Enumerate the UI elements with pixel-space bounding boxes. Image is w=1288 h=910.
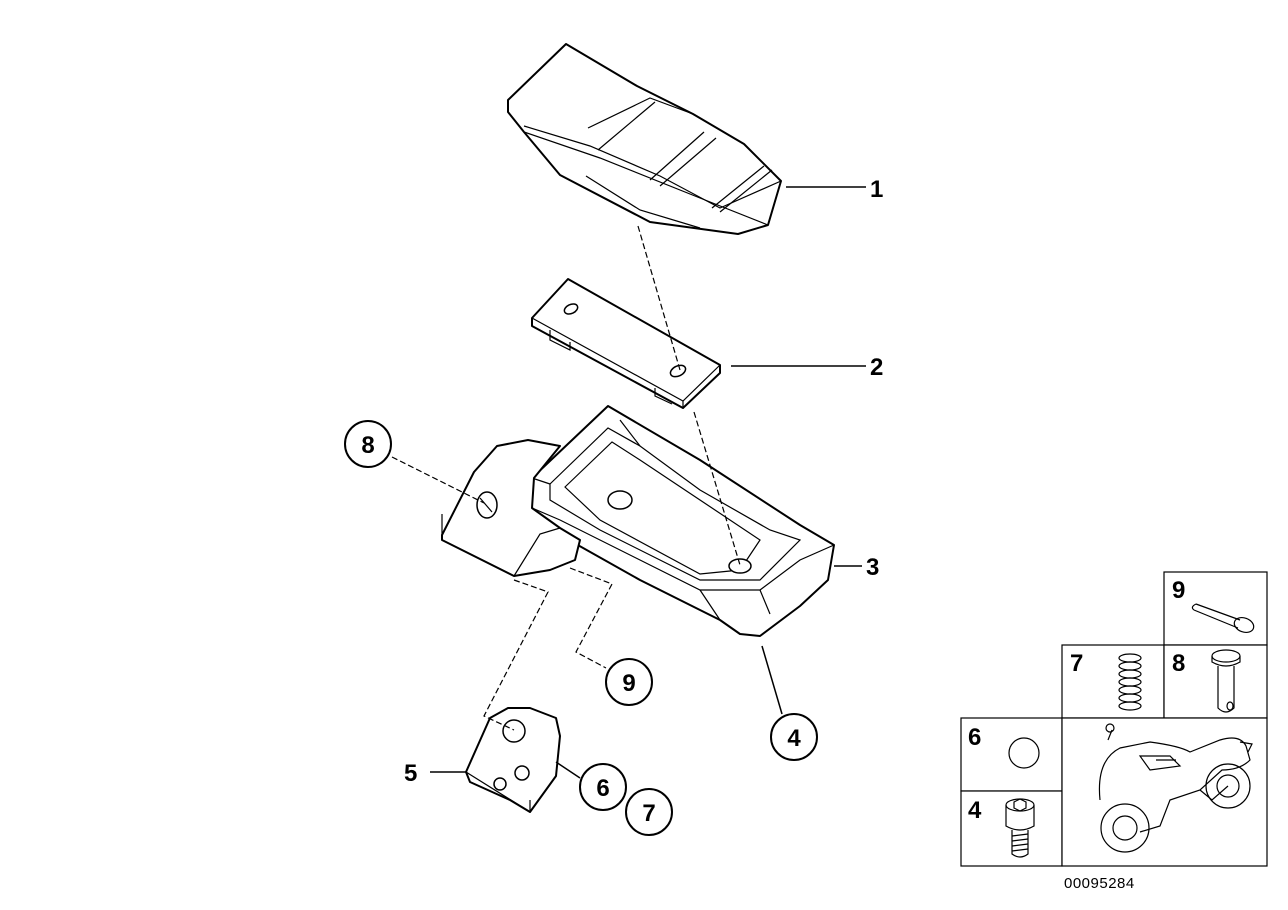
legend-cell-7: 7 (1061, 644, 1165, 719)
cotter-pin-icon (1191, 603, 1255, 634)
callout-4: 4 (770, 713, 818, 761)
part-2-plate[interactable] (531, 278, 721, 409)
catalog-number: 00095284 (1064, 875, 1135, 892)
pin-icon (1211, 649, 1241, 713)
parts-legend: 9 7 8 (960, 571, 1268, 867)
svg-text:2: 2 (870, 354, 883, 381)
spring-icon (1118, 653, 1142, 711)
callout-1: 1 (870, 176, 883, 203)
callout-5: 5 (404, 760, 417, 787)
legend-cell-motorcycle (1061, 717, 1268, 867)
washer-icon (1008, 737, 1040, 769)
svg-text:8: 8 (1172, 650, 1185, 677)
assembly-lines (391, 186, 866, 779)
part-1-rubber-pad[interactable] (507, 43, 782, 235)
svg-text:9: 9 (622, 670, 635, 697)
callout-7: 7 (625, 788, 673, 836)
svg-text:1: 1 (870, 176, 883, 203)
callout-2: 2 (870, 354, 883, 381)
callout-3: 3 (866, 554, 879, 581)
callout-8: 8 (344, 420, 392, 468)
part-3-footpeg-body[interactable] (531, 405, 835, 637)
legend-cell-9: 9 (1163, 571, 1268, 646)
svg-text:4: 4 (968, 797, 982, 824)
svg-text:9: 9 (1172, 577, 1185, 604)
legend-cell-6: 6 (960, 717, 1063, 792)
legend-cell-4: 4 (960, 790, 1063, 867)
svg-text:7: 7 (642, 800, 655, 827)
part-5-small-plate[interactable] (465, 707, 561, 813)
svg-text:5: 5 (404, 760, 417, 787)
callout-9: 9 (605, 658, 653, 706)
callout-6: 6 (579, 763, 627, 811)
svg-text:3: 3 (866, 554, 879, 581)
svg-text:8: 8 (361, 432, 374, 459)
hex-bolt-icon (1005, 798, 1035, 858)
svg-text:7: 7 (1070, 650, 1083, 677)
svg-text:6: 6 (968, 724, 981, 751)
svg-text:6: 6 (596, 775, 609, 802)
svg-text:4: 4 (787, 725, 801, 752)
legend-cell-8: 8 (1163, 644, 1268, 719)
bracket[interactable] (441, 439, 581, 577)
motorcycle-icon (1098, 723, 1253, 853)
